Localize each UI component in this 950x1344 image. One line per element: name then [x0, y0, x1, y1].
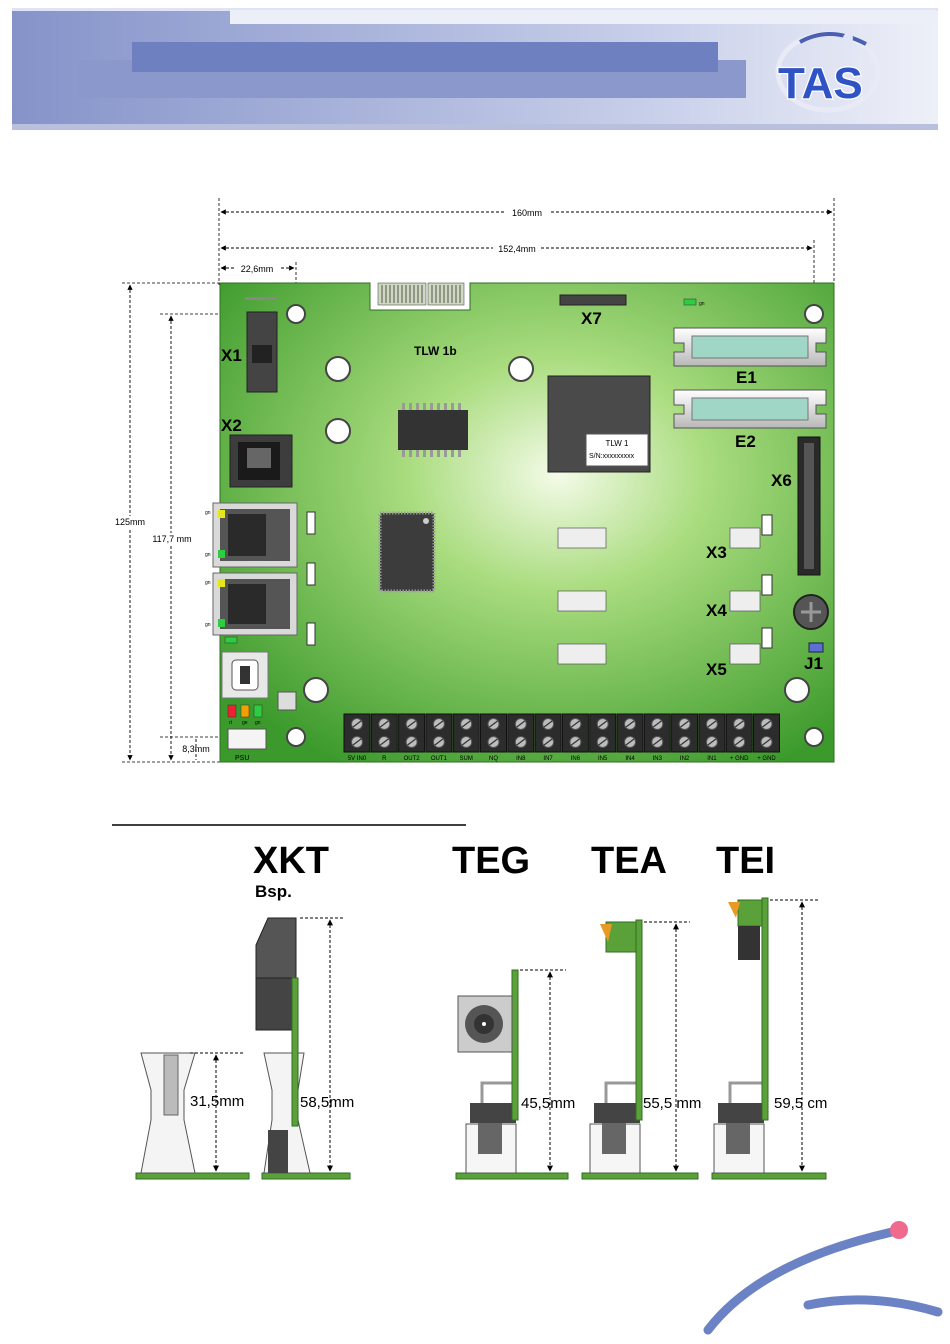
title-tea: TEA	[591, 840, 667, 882]
tea-module	[590, 920, 642, 1173]
terminal-label: OUT1	[431, 756, 448, 762]
label-x2: X2	[221, 416, 242, 435]
connector-e1	[674, 328, 826, 366]
xkt-dim-base: 31,5mm	[190, 1093, 244, 1110]
subtitle-xkt: Bsp.	[255, 882, 292, 901]
terminal-label: NQ	[489, 756, 498, 762]
dim-bottom-offset: 8,3mm	[182, 744, 210, 754]
xkt-module	[256, 918, 310, 1173]
led-x7	[684, 299, 696, 305]
usb-port	[222, 652, 268, 698]
board-name: TLW 1b	[414, 344, 457, 358]
terminal-label: + GND	[730, 756, 749, 762]
terminal-label: IN8	[516, 756, 526, 762]
terminal-label: 5V IN0	[348, 756, 367, 762]
teg-dim: 45,5mm	[521, 1095, 575, 1112]
rj45-port-1	[213, 503, 297, 567]
connector-x7	[560, 295, 626, 305]
connector-e2	[674, 390, 826, 428]
dim-height-holes: 117,7 mm	[152, 534, 191, 544]
chip-serial: S/N:xxxxxxxxx	[589, 453, 635, 460]
terminal-label: IN6	[571, 756, 581, 762]
led-label-gn-2: gn	[205, 552, 211, 558]
terminal-label: OUT2	[404, 756, 421, 762]
dim-height-total: 125mm	[115, 517, 145, 527]
xkt-socket	[141, 1053, 195, 1173]
teg-module	[458, 970, 518, 1173]
title-tei: TEI	[716, 840, 775, 882]
led-label-ge: ge	[242, 720, 248, 726]
tea-dim: 55,5 mm	[643, 1095, 701, 1112]
xkt-dim-total: 58,5mm	[300, 1094, 354, 1111]
connector-x2	[230, 435, 292, 487]
title-xkt: XKT	[253, 840, 329, 882]
port-jumpers	[307, 512, 315, 645]
terminal-label: SUM	[460, 756, 473, 762]
terminal-label: IN1	[707, 756, 717, 762]
terminal-label: IN2	[680, 756, 690, 762]
tei-module	[714, 898, 768, 1173]
led-label-gn: gn	[255, 720, 261, 726]
dim-width-total: 160mm	[512, 208, 542, 218]
chip-label: TLW 1	[606, 439, 630, 448]
tei-dim: 59,5 cm	[774, 1095, 827, 1112]
terminal-label: IN4	[625, 756, 635, 762]
label-e1: E1	[736, 368, 757, 387]
terminal-label: + GND	[757, 756, 776, 762]
label-j1: J1	[804, 654, 823, 673]
terminal-label: IN3	[653, 756, 663, 762]
title-teg: TEG	[452, 840, 530, 882]
terminal-label: R	[382, 756, 387, 762]
led-label-x7: gn	[699, 301, 705, 307]
led-label-gn-3: gn	[205, 580, 211, 586]
psu-connector	[228, 729, 266, 749]
logo-text: TAS	[778, 59, 863, 108]
label-x7: X7	[581, 309, 602, 328]
label-x4: X4	[706, 601, 727, 620]
led-label-gn-4: gn	[205, 622, 211, 628]
reset-button	[278, 692, 296, 710]
psu-label: PSU	[235, 755, 249, 762]
jumper-j1	[809, 643, 823, 652]
led-label-gn-1: gn	[205, 510, 211, 516]
dim-left-offset: 22,6mm	[241, 264, 274, 274]
connector-x6	[798, 437, 820, 575]
ic-qfp	[380, 513, 434, 591]
label-x5: X5	[706, 660, 727, 679]
label-x3: X3	[706, 543, 727, 562]
label-x6: X6	[771, 471, 792, 490]
ic-soic	[398, 403, 468, 457]
label-e2: E2	[735, 432, 756, 451]
battery-cell	[794, 595, 828, 629]
rj45-port-2	[213, 573, 297, 635]
terminal-label: IN7	[543, 756, 553, 762]
terminal-label: IN5	[598, 756, 608, 762]
label-x1: X1	[221, 346, 242, 365]
footer-swoosh	[708, 1221, 938, 1330]
base-strips	[136, 1173, 826, 1179]
dim-width-holes: 152,4mm	[498, 244, 536, 254]
